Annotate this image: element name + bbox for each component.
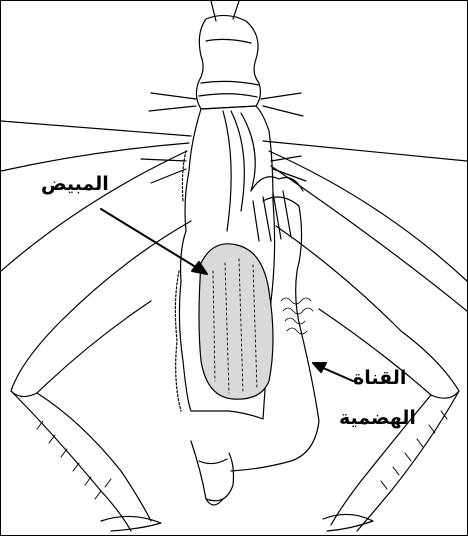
ovipositor <box>191 441 234 505</box>
head-thorax <box>196 15 260 109</box>
ovary-pointer-line <box>101 209 199 269</box>
ovary <box>199 244 273 399</box>
duct-pointer-line <box>321 367 353 381</box>
short-legs <box>141 93 306 183</box>
label-digestive-duct-line1: القناة <box>353 367 406 389</box>
antennae <box>211 1 239 21</box>
label-digestive-duct-line2: الهضمية <box>339 407 416 429</box>
duct-pointer-head <box>313 363 326 372</box>
label-ovary: المبيض <box>41 173 109 195</box>
